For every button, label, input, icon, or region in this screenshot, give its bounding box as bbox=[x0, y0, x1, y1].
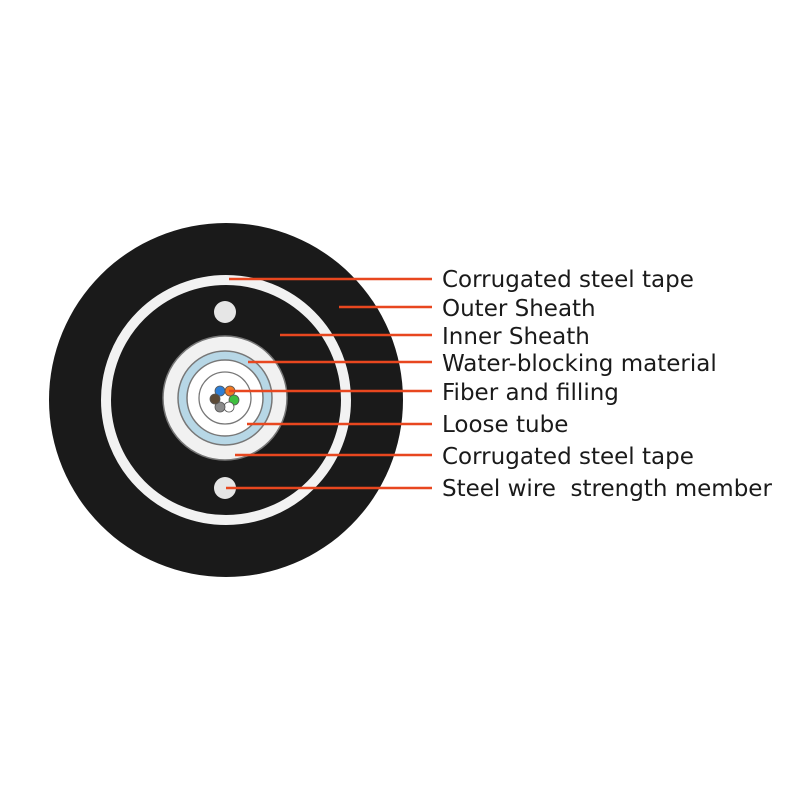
label-corrugated-steel-tape-inner: Corrugated steel tape bbox=[442, 444, 694, 470]
strength-member-bottom bbox=[214, 477, 236, 499]
label-loose-tube: Loose tube bbox=[442, 412, 568, 438]
label-fiber-and-filling: Fiber and filling bbox=[442, 380, 619, 406]
label-steel-wire-strength-member: Steel wire strength member bbox=[442, 476, 772, 502]
fiber-white bbox=[223, 401, 235, 413]
label-outer-sheath: Outer Sheath bbox=[442, 296, 596, 322]
fiber-bundle bbox=[209, 385, 240, 413]
fiber-brown bbox=[209, 393, 221, 405]
corrugated-steel-tape-outer-ring bbox=[101, 275, 351, 525]
label-inner-sheath: Inner Sheath bbox=[442, 324, 590, 350]
loose-tube-inner-wall bbox=[198, 371, 252, 425]
label-corrugated-steel-tape-outer: Corrugated steel tape bbox=[442, 267, 694, 293]
label-water-blocking-material: Water-blocking material bbox=[442, 351, 717, 377]
fiber-grey bbox=[214, 401, 226, 413]
strength-member-top bbox=[214, 301, 236, 323]
